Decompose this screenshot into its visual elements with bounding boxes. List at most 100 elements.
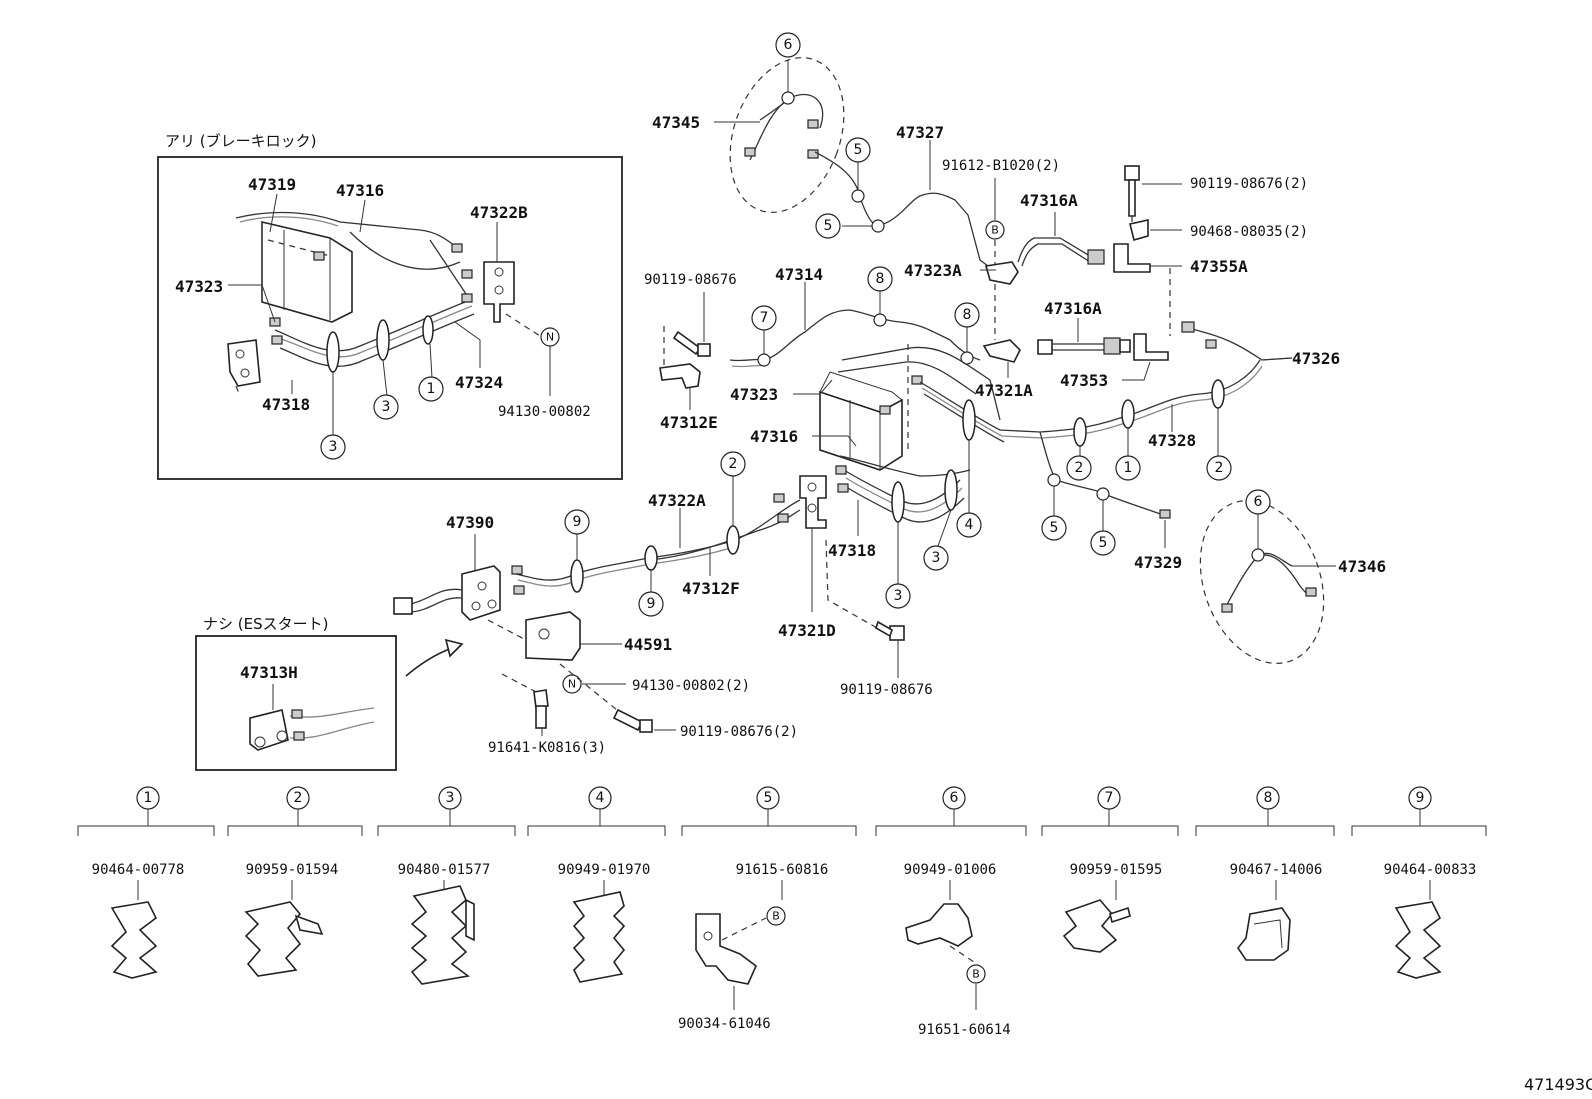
svg-text:5: 5 <box>1099 535 1108 551</box>
label-47355a: 47355A <box>1190 257 1248 276</box>
callout-8-mid-a: 8 <box>867 266 893 292</box>
svg-text:N: N <box>568 678 576 691</box>
label-47353: 47353 <box>1060 371 1108 390</box>
svg-text:5: 5 <box>854 142 863 158</box>
legend-number: 3 <box>446 790 455 806</box>
label-91612: 91612-B1020(2) <box>942 158 1060 174</box>
bolt-90119-lower <box>875 620 905 641</box>
callout-4-mid: 4 <box>956 512 982 538</box>
svg-text:2: 2 <box>1075 460 1084 476</box>
legend-part-number: 90959-01595 <box>1070 862 1163 878</box>
label-94130-inset: 94130-00802 <box>498 404 591 420</box>
brake-lock-inset-box <box>157 156 623 480</box>
label-47322b: 47322B <box>470 203 528 222</box>
label-47323a: 47323A <box>904 261 962 280</box>
svg-text:8: 8 <box>876 271 885 287</box>
legend-bracket <box>77 809 215 836</box>
arrow-to-47390 <box>405 647 453 677</box>
marker-b-legend-6: B <box>966 964 986 984</box>
label-47318-inset: 47318 <box>262 395 310 414</box>
svg-text:1: 1 <box>427 381 436 397</box>
clamp-1-right <box>1121 399 1135 429</box>
callout-3-inset-b: 3 <box>373 394 399 420</box>
legend-part-number: 90949-01970 <box>558 862 651 878</box>
label-47346: 47346 <box>1338 557 1386 576</box>
clamp-3-inset-a <box>326 331 340 373</box>
bracket-47355a <box>1113 243 1151 273</box>
clamp-2-right-b <box>1211 379 1225 409</box>
legend-part-number: 90464-00833 <box>1384 862 1477 878</box>
legend-number: 7 <box>1105 790 1114 806</box>
callout-7-mid: 7 <box>751 305 777 331</box>
marker-b-top: B <box>985 220 1005 240</box>
label-47322a: 47322A <box>648 491 706 510</box>
marker-b-legend-5: B <box>766 906 786 926</box>
label-47327: 47327 <box>896 123 944 142</box>
label-47323-inset: 47323 <box>175 277 223 296</box>
callout-5-top-a: 5 <box>845 137 871 163</box>
clamp-legend: 190464-00778290959-01594390480-015774909… <box>77 786 1487 900</box>
marker-n-inset: N <box>540 327 560 347</box>
label-47321a: 47321A <box>975 381 1033 400</box>
block-47313h <box>249 707 375 751</box>
callout-2-right-b: 2 <box>1206 455 1232 481</box>
clamp-6-drawing <box>905 903 973 947</box>
bracket-47312e <box>659 363 701 389</box>
legend-part-number: 90949-01006 <box>904 862 997 878</box>
svg-text:5: 5 <box>1050 520 1059 536</box>
clamp-9-b <box>644 545 658 571</box>
label-47318-mid: 47318 <box>828 541 876 560</box>
switch-47390 <box>393 565 501 621</box>
legend-part-number: 90464-00778 <box>92 862 185 878</box>
label-47312e: 47312E <box>660 413 718 432</box>
svg-text:9: 9 <box>573 514 582 530</box>
clamp-3-mid-a <box>891 481 905 523</box>
bolt-90119-top <box>1124 165 1140 217</box>
es-start-inset-title: ナシ (ESスタート) <box>203 615 328 633</box>
pipe-group-47345-outline <box>729 57 845 213</box>
hose-47316a-mid <box>1037 337 1131 355</box>
label-47313h: 47313H <box>240 663 298 682</box>
legend-part-number: 90959-01594 <box>246 862 339 878</box>
svg-text:9: 9 <box>647 596 656 612</box>
label-47316a-mid: 47316A <box>1044 299 1102 318</box>
legend-part-number: 90467-14006 <box>1230 862 1323 878</box>
actuator-block-main <box>819 344 1001 471</box>
svg-text:5: 5 <box>824 218 833 234</box>
callout-9-b: 9 <box>638 591 664 617</box>
svg-text:8: 8 <box>963 307 972 323</box>
bolt-90119-mid <box>672 330 711 357</box>
callout-1-right: 1 <box>1115 455 1141 481</box>
callout-9-a: 9 <box>564 509 590 535</box>
marker-n-lower: N <box>562 674 582 694</box>
svg-text:B: B <box>972 968 980 981</box>
legend-bracket <box>1041 809 1179 836</box>
label-47328: 47328 <box>1148 431 1196 450</box>
washer-90468 <box>1129 219 1149 241</box>
label-47314: 47314 <box>775 265 823 284</box>
bolt-90119-bottom <box>612 708 653 733</box>
svg-text:6: 6 <box>1254 494 1263 510</box>
callout-1-inset: 1 <box>418 376 444 402</box>
label-47312f: 47312F <box>682 579 740 598</box>
label-47345: 47345 <box>652 113 700 132</box>
label-47316a-top: 47316A <box>1020 191 1078 210</box>
label-47326: 47326 <box>1292 349 1340 368</box>
label-90468: 90468-08035(2) <box>1190 224 1308 240</box>
legend-part-number: 90480-01577 <box>398 862 491 878</box>
legend-bracket <box>227 809 363 836</box>
clamp-2-mid <box>726 525 740 555</box>
clamp-4-drawing <box>572 891 626 983</box>
label-90119-lower: 90119-08676 <box>840 682 933 698</box>
label-47390: 47390 <box>446 513 494 532</box>
label-90034: 90034-61046 <box>678 1016 771 1032</box>
bolt-91641 <box>533 689 549 729</box>
callout-5-right-a: 5 <box>1041 515 1067 541</box>
legend-bracket <box>1195 809 1335 836</box>
label-90119-top: 90119-08676(2) <box>1190 176 1308 192</box>
bracket-inset-left <box>227 339 261 397</box>
callout-3-mid-b: 3 <box>923 545 949 571</box>
svg-text:B: B <box>772 910 780 923</box>
callout-2-mid: 2 <box>720 451 746 477</box>
